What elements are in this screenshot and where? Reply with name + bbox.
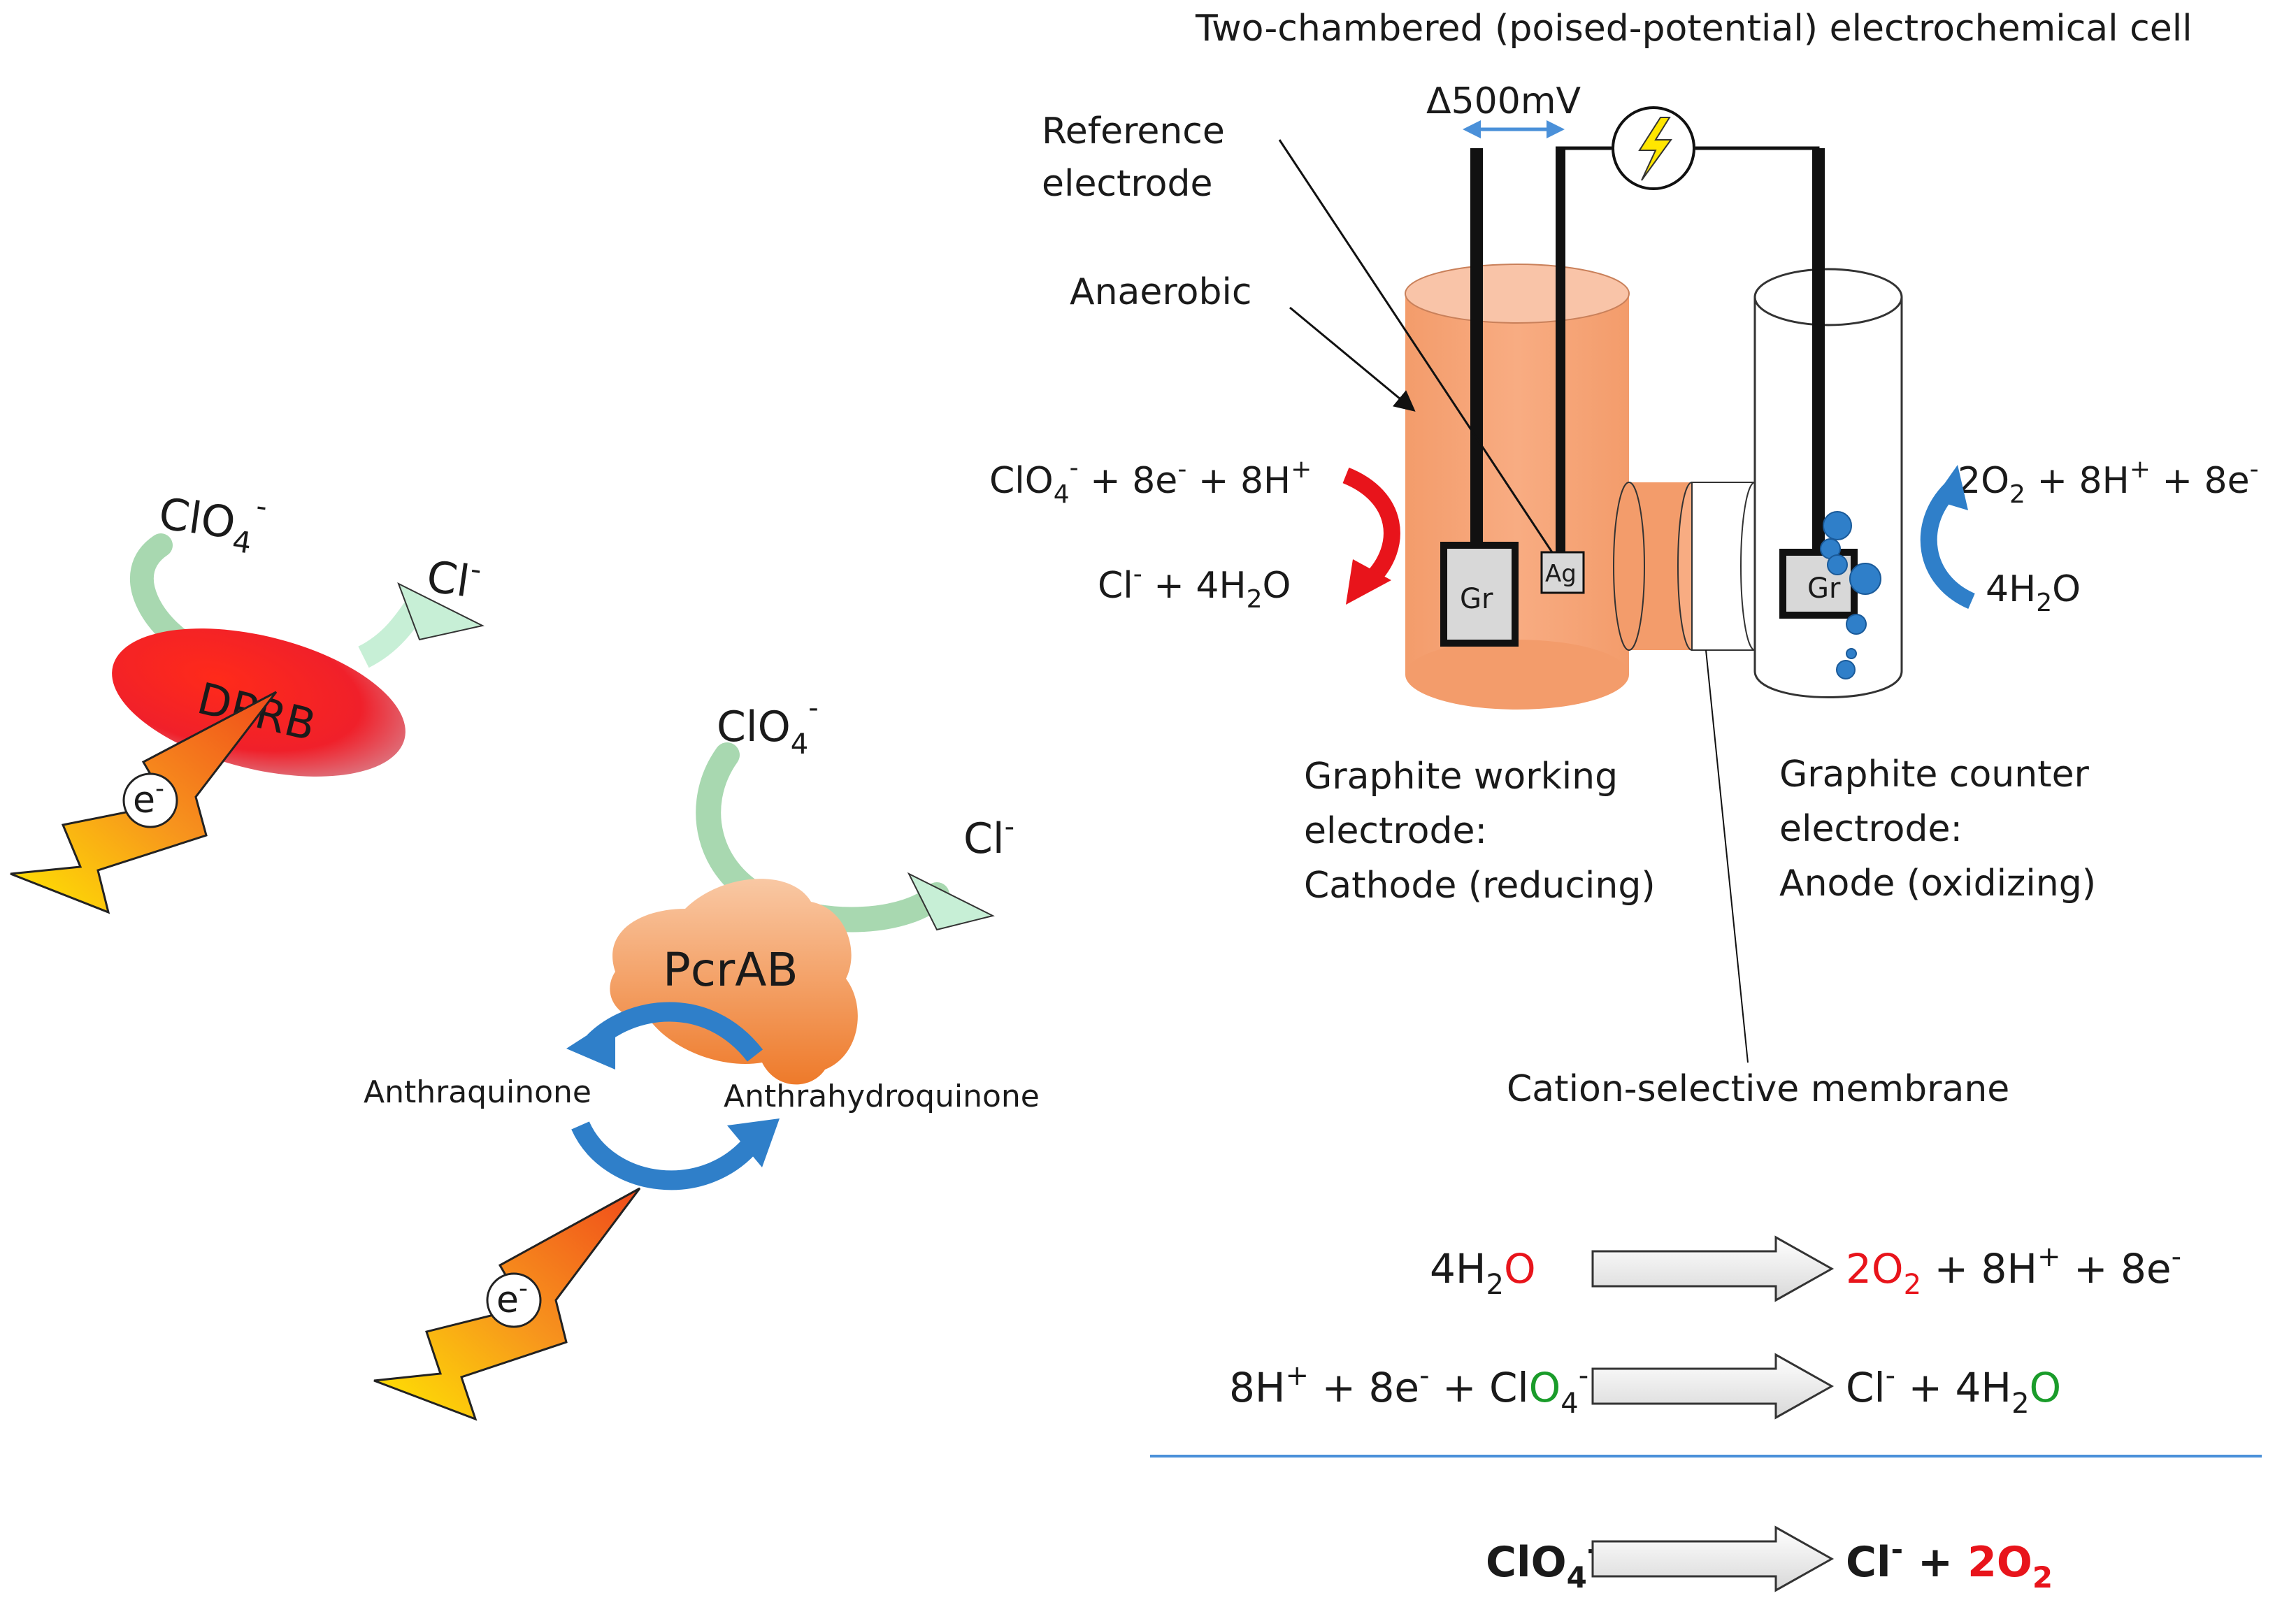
dprb-perchlorate-label: ClO4- <box>155 475 269 562</box>
anode-chamber <box>1753 297 1903 698</box>
working-electrode-description: Graphite working electrode: Cathode (red… <box>1304 756 1656 907</box>
anode-chamber-top <box>1753 268 1903 326</box>
reference-electrode-text: Reference electrode <box>1042 110 1236 205</box>
mid-electron-label: e- <box>496 1274 528 1321</box>
mid-electron-circle-icon <box>486 1272 542 1328</box>
potential-arrow-left-head <box>1463 120 1481 138</box>
lightning-icon <box>1638 117 1672 181</box>
pcrab-panel: PcrAB ClO4- Cl- Anthraquinone Anthrahydr… <box>364 692 1040 1421</box>
redox-cycle-arrow-bottom <box>571 1121 763 1190</box>
counter-electrode-description: Graphite counter electrode: Anode (oxidi… <box>1779 754 2100 905</box>
working-electrode <box>1440 542 1519 647</box>
eq1-left: 4H2O <box>1430 1245 1536 1301</box>
cathode-chamber-bottom <box>1405 640 1629 710</box>
anaerobic-pointer <box>1289 306 1416 412</box>
electrochemical-cell: Two-chambered (poised-potential) electro… <box>989 8 2259 1110</box>
eq3-right: Cl- + 2O2 <box>1846 1532 2053 1595</box>
oxygen-bubbles <box>1820 511 1881 679</box>
working-electrode-label: Gr <box>1460 583 1493 615</box>
anthraquinone-label: Anthraquinone <box>364 1074 591 1110</box>
reference-pointer <box>1278 139 1554 553</box>
reference-electrode-rod <box>1556 148 1565 561</box>
anode-reactant-text: 4H2O <box>1986 568 2081 617</box>
eq2-arrow <box>1591 1353 1835 1420</box>
eq2-right: Cl- + 4H2O <box>1846 1360 2061 1420</box>
pcrab-green-arrow-head <box>907 872 995 931</box>
cathode-reaction-arrow-head <box>1346 559 1391 605</box>
eq1-arrow <box>1591 1235 1835 1302</box>
membrane-label: Cation-selective membrane <box>1507 1068 2009 1110</box>
anaerobic-label: Anaerobic <box>1070 271 1251 313</box>
reference-electrode-label: Ag <box>1545 560 1577 588</box>
anthrahydroquinone-label: Anthrahydroquinone <box>724 1079 1040 1114</box>
electron-circle-icon <box>122 772 178 828</box>
pcrab-chloride-label: Cl- <box>963 811 1014 863</box>
membrane-pointer <box>1705 649 1749 1063</box>
counter-electrode-rod <box>1812 148 1825 554</box>
eq3-arrow <box>1591 1525 1835 1592</box>
cathode-product-text: Cl- + 4H2O <box>1098 560 1291 614</box>
anode-reaction-arrow-head <box>1933 465 1968 510</box>
cathode-reaction-arrow <box>1342 467 1400 586</box>
cathode-chamber-top <box>1405 264 1630 324</box>
dprb-chloride-label: Cl- <box>424 546 484 609</box>
connecting-tube-cap <box>1613 482 1645 651</box>
pcrab-perchlorate-label: ClO4- <box>717 692 819 761</box>
potential-arrow-right-head <box>1547 120 1565 138</box>
pcrab-label: PcrAB <box>663 943 798 997</box>
eq3-left: ClO4- <box>1486 1532 1599 1595</box>
cell-title: Two-chambered (poised-potential) electro… <box>1195 8 2193 50</box>
potential-label: Δ500mV <box>1426 80 1581 122</box>
dprb-panel: DPRB ClO4- Cl- e- <box>10 475 485 914</box>
eq1-right: 2O2 + 8H+ + 8e- <box>1846 1241 2181 1301</box>
redox-cycle-arrow-top-head <box>566 1017 615 1070</box>
reference-electrode <box>1540 551 1585 594</box>
electron-label: e- <box>133 775 164 821</box>
equations: 4H2O 2O2 + 8H+ + 8e- 8H+ + 8e- + ClO4- C… <box>1150 1235 2262 1595</box>
anode-reaction-arrow <box>1920 483 1976 610</box>
anode-product-text: 2O2 + 8H+ + 8e- <box>1958 455 2259 509</box>
redox-cycle-arrow-bottom-head <box>727 1118 780 1167</box>
eq2-left: 8H+ + 8e- + ClO4- <box>1229 1360 1588 1420</box>
cathode-reactant-text: ClO4- + 8e- + 8H+ <box>989 454 1312 509</box>
pcrab-enzyme <box>610 879 858 1085</box>
counter-electrode-label: Gr <box>1807 573 1841 605</box>
green-arrow-head <box>397 582 485 641</box>
working-electrode-rod <box>1470 148 1483 554</box>
